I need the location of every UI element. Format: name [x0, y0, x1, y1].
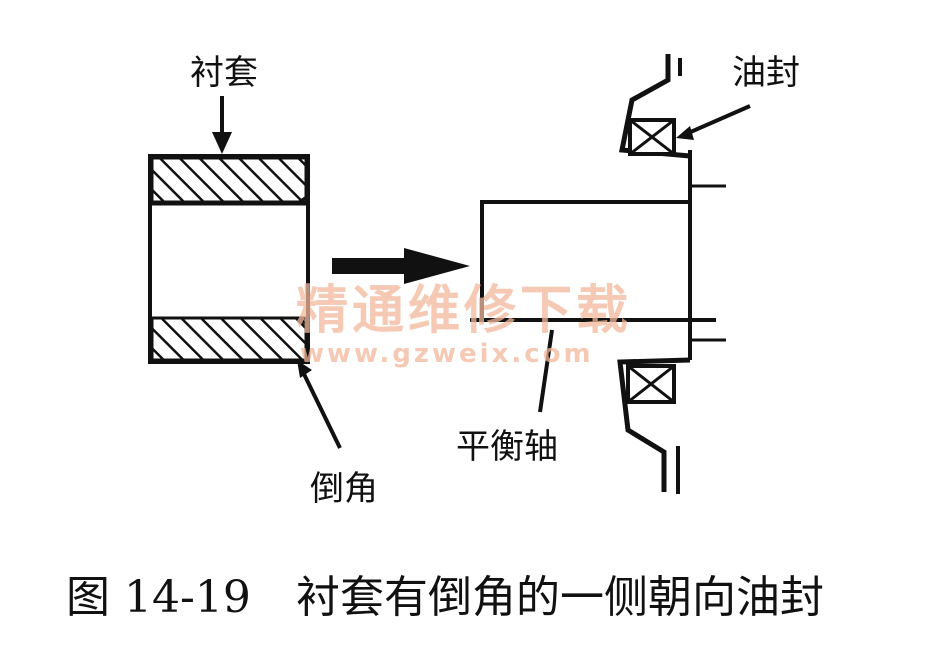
bushing-pointer [212, 96, 232, 154]
label-bushing: 衬套 [190, 53, 258, 93]
bushing [148, 154, 310, 364]
watermark: 精通维修下载 www.gzweix.com [296, 281, 632, 369]
oil-seal-pointer [676, 104, 751, 140]
chamfer-pointer [297, 360, 342, 449]
bushing-bottom-wall [150, 316, 308, 362]
oil-seal-assembly [617, 54, 691, 494]
figure-caption: 图 14-19 衬套有倒角的一侧朝向油封 [66, 572, 824, 623]
label-chamfer: 倒角 [310, 469, 378, 509]
caption-figure-number: 图 14-19 [66, 572, 251, 623]
shaft-pointer [538, 329, 554, 413]
oil-seal-lower [626, 364, 676, 404]
watermark-line1: 精通维修下载 [296, 281, 632, 341]
label-balance-shaft: 平衡轴 [456, 427, 558, 467]
bushing-chamfer-edge [294, 193, 310, 334]
oil-seal-upper [628, 118, 676, 156]
install-direction-arrow [332, 248, 470, 284]
housing-lower-profile [617, 357, 691, 492]
watermark-line2: www.gzweix.com [300, 339, 594, 369]
caption-text: 衬套有倒角的一侧朝向油封 [296, 572, 824, 623]
bushing-top-wall [150, 156, 308, 204]
label-oil-seal: 油封 [732, 53, 800, 93]
balance-shaft [470, 150, 726, 360]
